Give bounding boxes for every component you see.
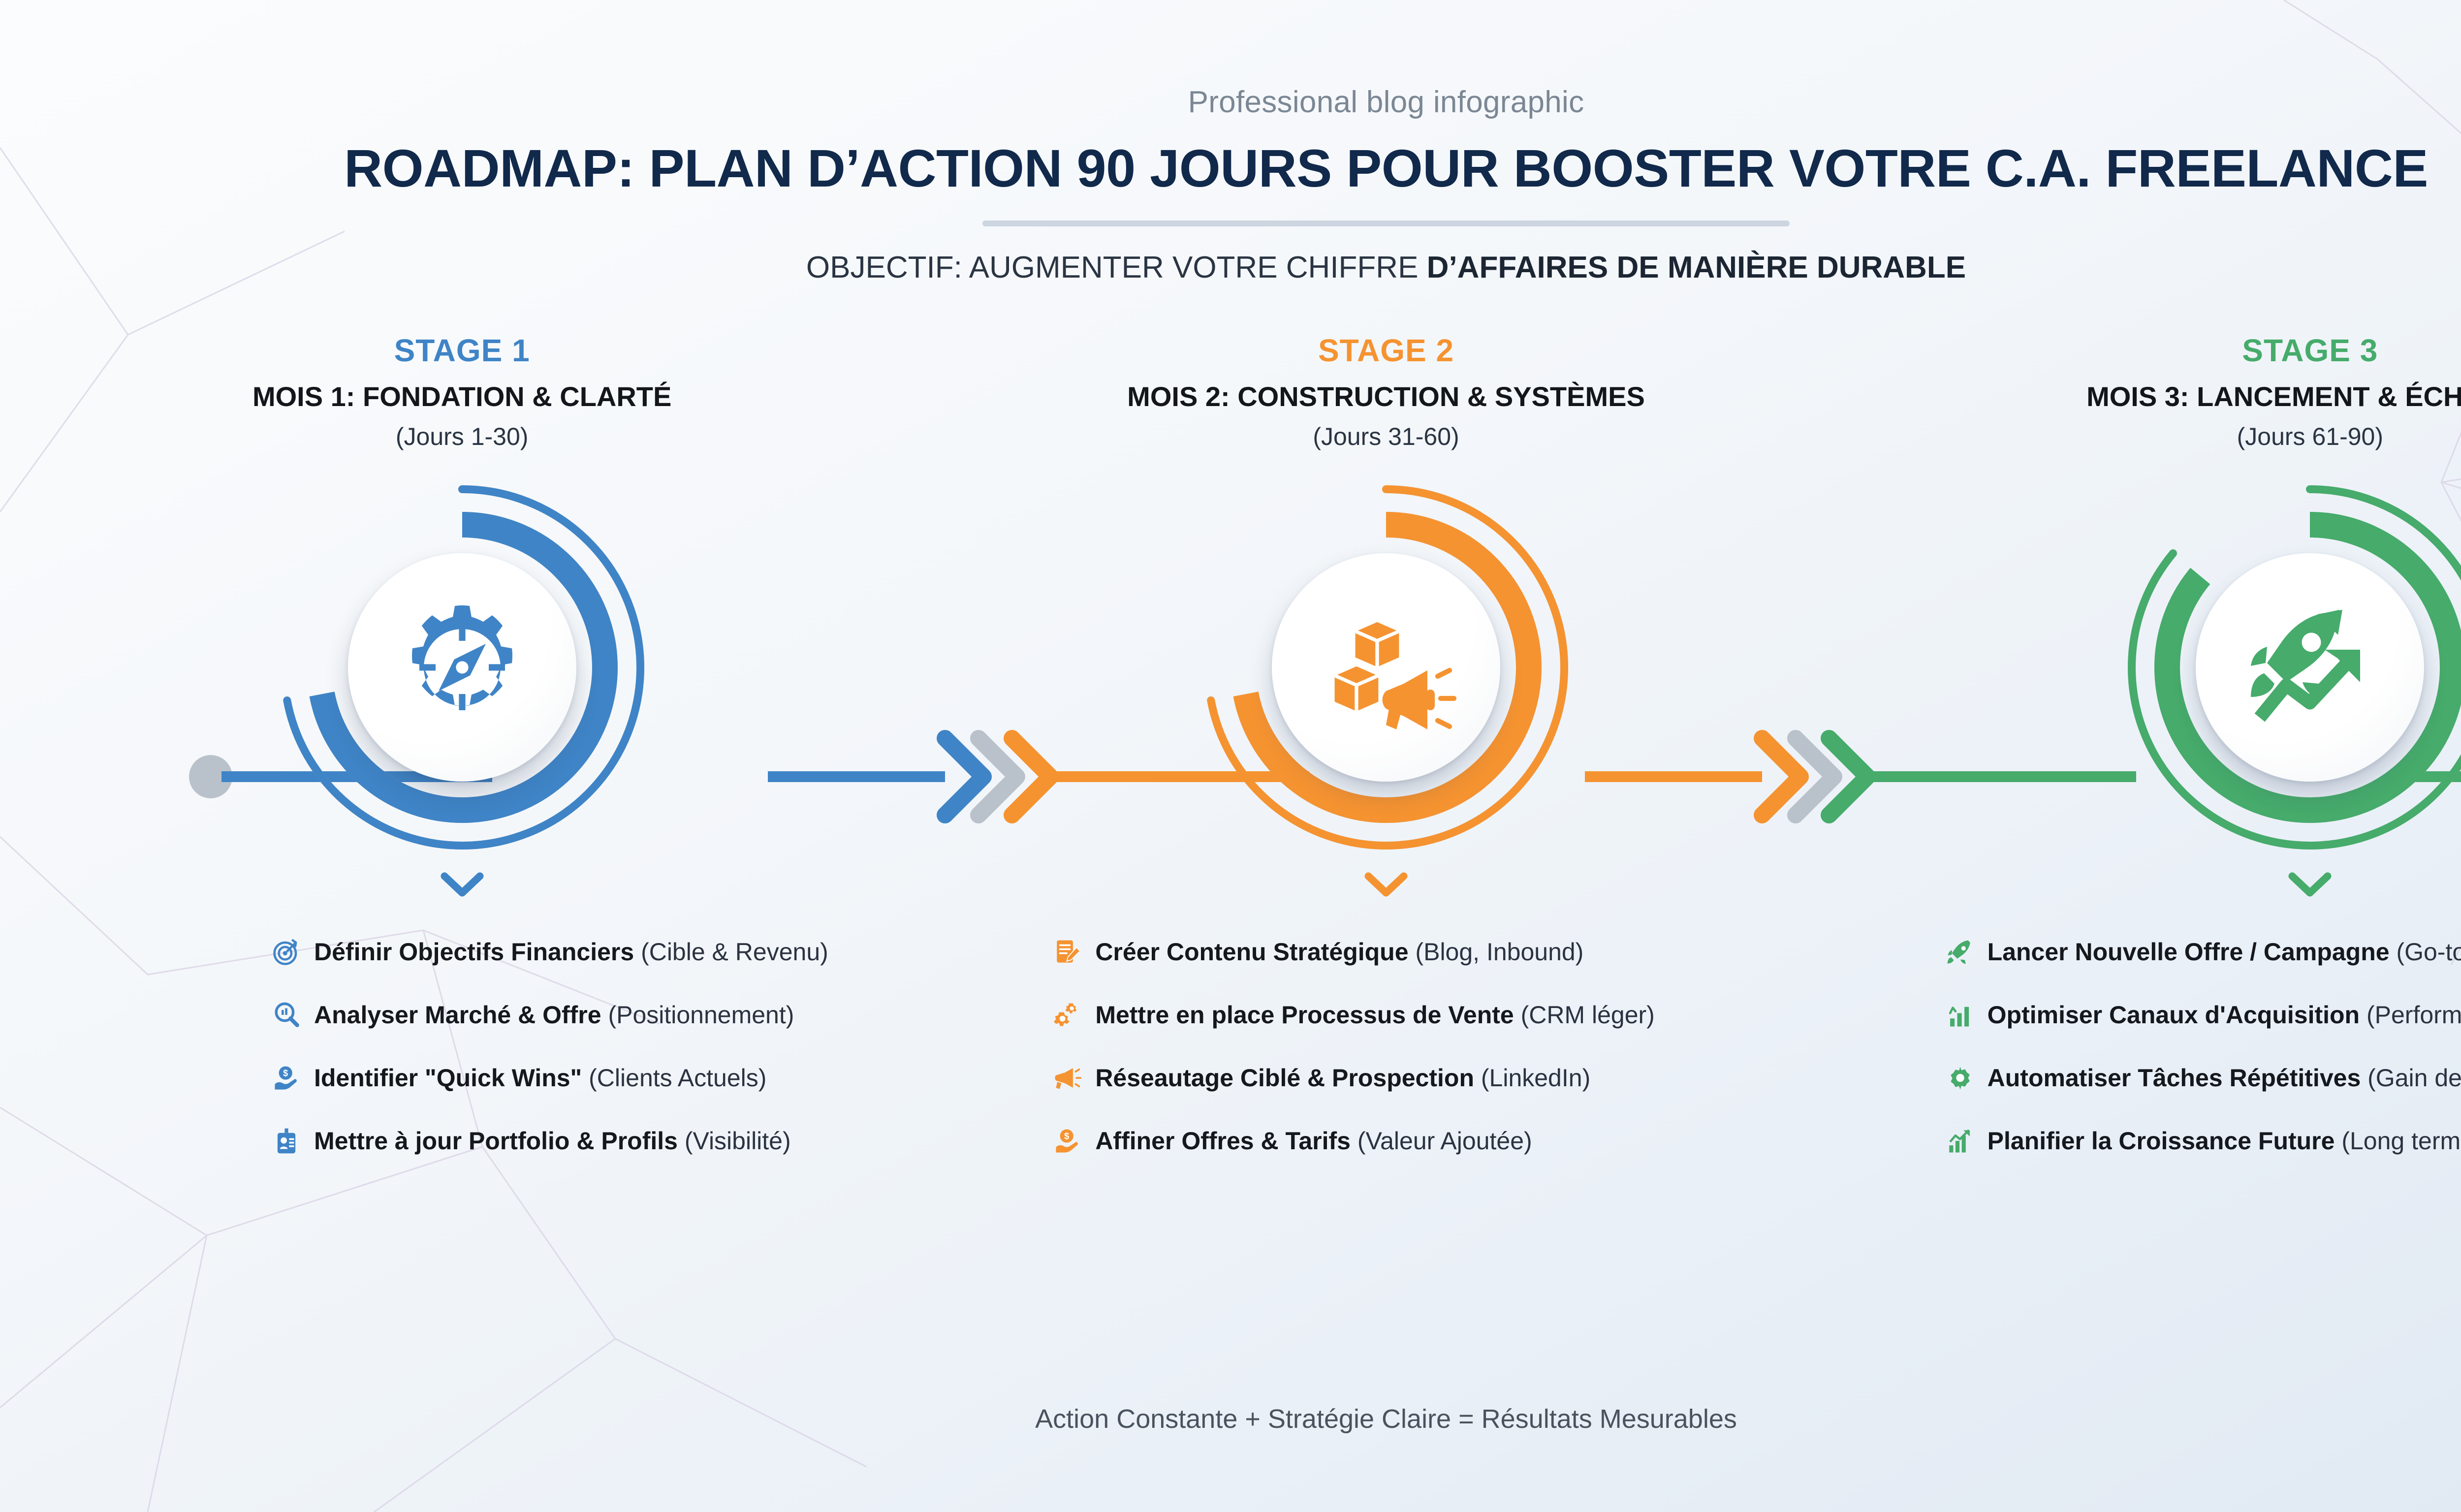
- stage-column-2: STAGE 2 MOIS 2: CONSTRUCTION & SYSTÈMES …: [924, 332, 1848, 1172]
- document-pencil-icon: [1047, 938, 1088, 966]
- stage-1-down-chevron-icon: [441, 872, 484, 897]
- gears-icon: [1047, 1001, 1088, 1029]
- list-item-text: Définir Objectifs Financiers (Cible & Re…: [314, 938, 828, 966]
- list-item-text: Identifier "Quick Wins" (Clients Actuels…: [314, 1064, 767, 1092]
- svg-text:$: $: [283, 1068, 288, 1078]
- page-subtitle: OBJECTIF: AUGMENTER VOTRE CHIFFRE D’AFFA…: [806, 250, 1966, 285]
- stage-column-3: STAGE 3 MOIS 3: LANCEMENT & ÉCHELLE (Jou…: [1848, 332, 2461, 1172]
- stage-1-icon-disc: [347, 553, 576, 782]
- bar-chart-arrow-icon: [1939, 1001, 1981, 1029]
- stage-3-down-chevron-icon: [2288, 872, 2332, 897]
- stage-2-bullet-list: Créer Contenu Stratégique (Blog, Inbound…: [924, 920, 1848, 1172]
- stage-2-circle: [1199, 480, 1573, 854]
- list-item-text: Automatiser Tâches Répétitives (Gain de …: [1987, 1064, 2461, 1092]
- footer-tagline: Action Constante + Stratégie Claire = Ré…: [1035, 1404, 1737, 1434]
- list-item: Lancer Nouvelle Offre / Campagne (Go-to-…: [1939, 920, 2461, 983]
- subtitle-regular: OBJECTIF: AUGMENTER VOTRE CHIFFRE: [806, 251, 1427, 284]
- page-title: ROADMAP: PLAN D’ACTION 90 JOURS POUR BOO…: [344, 138, 2428, 198]
- stage-3-icon-disc: [2196, 553, 2425, 782]
- list-item: Analyser Marché & Offre (Positionnement): [266, 983, 794, 1046]
- id-badge-icon: [266, 1127, 307, 1155]
- market-search-icon: [266, 1001, 307, 1029]
- stage-1-kicker: STAGE 1: [394, 333, 530, 368]
- list-item-text: Créer Contenu Stratégique (Blog, Inbound…: [1095, 938, 1584, 966]
- eyebrow-label: Professional blog infographic: [1188, 85, 1584, 119]
- stages-row: STAGE 1 MOIS 1: FONDATION & CLARTÉ (Jour…: [0, 332, 2461, 1172]
- stage-1-name: MOIS 1: FONDATION & CLARTÉ: [252, 381, 672, 412]
- stage-2-name: MOIS 2: CONSTRUCTION & SYSTÈMES: [1127, 381, 1645, 412]
- stage-3-name: MOIS 3: LANCEMENT & ÉCHELLE: [2086, 381, 2461, 412]
- stage-3-bullet-list: Lancer Nouvelle Offre / Campagne (Go-to-…: [1848, 920, 2461, 1172]
- money-hand-icon: $: [266, 1064, 307, 1092]
- stage-column-1: STAGE 1 MOIS 1: FONDATION & CLARTÉ (Jour…: [0, 332, 924, 1172]
- rocket-icon: [1939, 938, 1981, 966]
- title-divider: [982, 220, 1790, 226]
- list-item: Réseautage Ciblé & Prospection (LinkedIn…: [1047, 1046, 1590, 1109]
- stage-3-circle: [2123, 480, 2461, 854]
- rocket-growth-icon: [2251, 610, 2361, 722]
- growth-chart-icon: [1939, 1127, 1981, 1155]
- list-item-text: Affiner Offres & Tarifs (Valeur Ajoutée): [1095, 1127, 1532, 1155]
- list-item-text: Optimiser Canaux d'Acquisition (Performa…: [1987, 1001, 2461, 1029]
- list-item-text: Mettre en place Processus de Vente (CRM …: [1095, 1001, 1655, 1029]
- stage-2-kicker: STAGE 2: [1318, 333, 1454, 368]
- list-item: Optimiser Canaux d'Acquisition (Performa…: [1939, 983, 2461, 1046]
- timeline-start-dot: [189, 755, 232, 798]
- stage-2-down-chevron-icon: [1364, 872, 1408, 897]
- stage-3-kicker: STAGE 3: [2242, 333, 2378, 368]
- boxes-megaphone-icon: [1331, 618, 1457, 729]
- list-item: $ Affiner Offres & Tarifs (Valeur Ajouté…: [1047, 1109, 1532, 1172]
- list-item-text: Planifier la Croissance Future (Long ter…: [1987, 1127, 2461, 1155]
- stage-3-days: (Jours 61-90): [2237, 423, 2383, 450]
- list-item: Automatiser Tâches Répétitives (Gain de …: [1939, 1046, 2461, 1109]
- subtitle-bold: D’AFFAIRES DE MANIÈRE DURABLE: [1426, 251, 1966, 284]
- stage-2-days: (Jours 31-60): [1313, 423, 1459, 450]
- stage-1-days: (Jours 1-30): [395, 423, 529, 450]
- list-item-text: Lancer Nouvelle Offre / Campagne (Go-to-…: [1987, 938, 2461, 966]
- list-item: Définir Objectifs Financiers (Cible & Re…: [266, 920, 828, 983]
- target-arrow-icon: [266, 938, 307, 966]
- stage-1-bullet-list: Définir Objectifs Financiers (Cible & Re…: [0, 920, 924, 1172]
- list-item: Mettre en place Processus de Vente (CRM …: [1047, 983, 1655, 1046]
- compass-gear-icon: [411, 605, 512, 710]
- list-item: Planifier la Croissance Future (Long ter…: [1939, 1109, 2461, 1172]
- stage-2-icon-disc: [1271, 553, 1500, 782]
- list-item-text: Réseautage Ciblé & Prospection (LinkedIn…: [1095, 1064, 1591, 1092]
- list-item: Mettre à jour Portfolio & Profils (Visib…: [266, 1109, 791, 1172]
- list-item: Créer Contenu Stratégique (Blog, Inbound…: [1047, 920, 1583, 983]
- list-item-text: Analyser Marché & Offre (Positionnement): [314, 1001, 794, 1029]
- gear-icon: [1939, 1064, 1981, 1092]
- megaphone-icon: [1047, 1064, 1088, 1092]
- stage-1-circle: [275, 480, 649, 854]
- money-hand-icon: $: [1047, 1127, 1088, 1155]
- list-item-text: Mettre à jour Portfolio & Profils (Visib…: [314, 1127, 791, 1155]
- list-item: $ Identifier "Quick Wins" (Clients Actue…: [266, 1046, 766, 1109]
- svg-text:$: $: [1064, 1131, 1069, 1141]
